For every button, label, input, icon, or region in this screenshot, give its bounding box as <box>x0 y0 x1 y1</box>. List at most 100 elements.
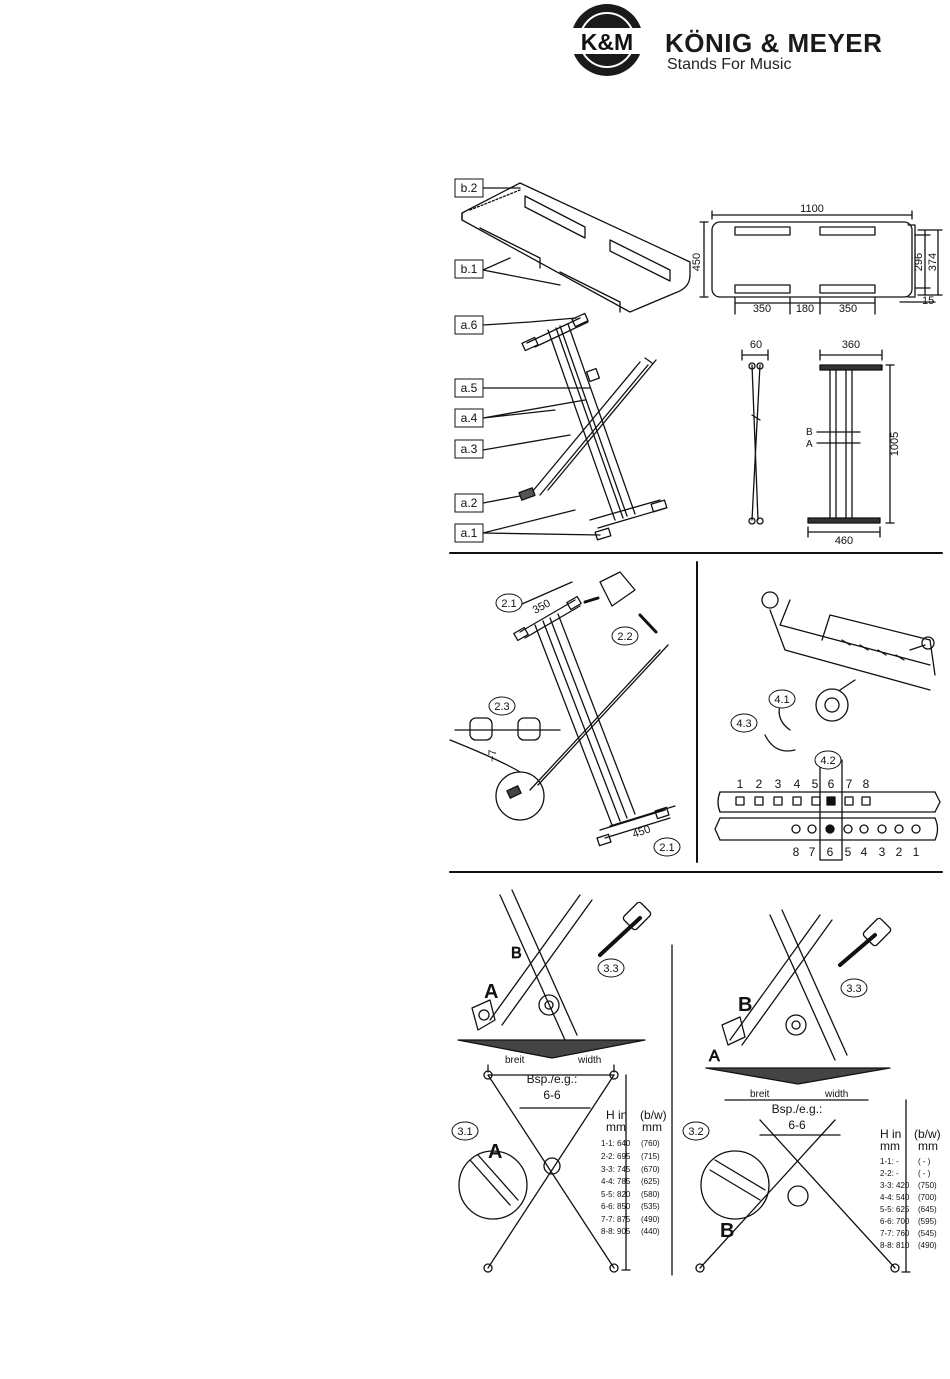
table-cell: (700) <box>918 1193 937 1202</box>
label-a-left: A <box>484 981 498 1003</box>
dim-296: 296 <box>913 253 925 271</box>
table-row: 5-5: 820 <box>601 1190 631 1199</box>
hole-number-top: 4 <box>794 777 801 791</box>
table-row: 2-2: - <box>880 1169 899 1178</box>
width-right: width <box>824 1089 848 1100</box>
dim-450-depth: 450 <box>691 253 703 271</box>
step-3-2: 3.2 <box>688 1126 703 1138</box>
dim-7: ~7 <box>487 749 499 762</box>
hole-number-bottom: 3 <box>879 845 886 859</box>
table-row: 2-2: 695 <box>601 1152 631 1161</box>
table-row: 8-8: 810 <box>880 1241 910 1250</box>
side-front-view <box>741 349 895 538</box>
col-bw-unit-left: mm <box>642 1120 662 1134</box>
table-cell: (580) <box>641 1190 660 1199</box>
table-cell: (595) <box>918 1217 937 1226</box>
hole-number-top: 3 <box>775 777 782 791</box>
hole-number-top: 8 <box>863 777 870 791</box>
mark-b: B <box>806 427 813 438</box>
table-row: 3-3: 745 <box>601 1165 631 1174</box>
part-label-a3: a.3 <box>461 442 478 456</box>
hole-strip-circles <box>791 824 921 834</box>
table-cell: (490) <box>641 1215 660 1224</box>
hole-numbers-bottom: 8 7 6 5 4 3 2 1 <box>793 845 920 859</box>
hole-number-top: 7 <box>846 777 853 791</box>
step-2-1-bottom: 2.1 <box>659 842 674 854</box>
table-cell: (535) <box>641 1202 660 1211</box>
hole-strip-squares <box>735 796 871 806</box>
step-3-3-right: 3.3 <box>846 983 861 995</box>
height-adjust-right <box>695 909 911 1273</box>
table-row: 6-6: 850 <box>601 1202 631 1211</box>
height-table-left: 1-1: 640(760) 2-2: 695(715) 3-3: 745(670… <box>601 1139 660 1236</box>
example-right: Bsp./e.g.: <box>772 1102 823 1116</box>
step-2-3: 2.3 <box>494 701 509 713</box>
part-labels: b.2 b.1 a.6 a.5 a.4 a.3 a.2 a.1 <box>454 178 484 543</box>
assembly-labels: 2.1 350 2.2 2.3 ~7 450 2.1 4.1 4.3 4.2 <box>487 593 842 857</box>
col-h-unit-right: mm <box>880 1139 900 1153</box>
hole-number-top: 5 <box>812 777 819 791</box>
step-4-3: 4.3 <box>736 718 751 730</box>
hole-numbers-top: 1 2 3 4 5 6 7 8 <box>737 777 870 791</box>
dim-350-right: 350 <box>839 303 857 315</box>
example-value-right: 6-6 <box>788 1118 806 1132</box>
dimension-labels: 1100 450 296 374 15 350 180 350 60 360 1… <box>691 203 939 547</box>
label-b-left: B <box>511 945 522 962</box>
height-right-labels: 3.3 B A breit width Bsp./e.g.: 6-6 3.2 B… <box>682 978 941 1242</box>
part-label-b2: b.2 <box>461 181 478 195</box>
table-cell: ( - ) <box>918 1169 931 1178</box>
detail-a: A <box>488 1141 502 1163</box>
table-cell: (625) <box>641 1177 660 1186</box>
part-label-a1: a.1 <box>461 526 478 540</box>
table-cell: (490) <box>918 1241 937 1250</box>
part-label-a2: a.2 <box>461 496 478 510</box>
hole-number-bottom: 6 <box>827 845 834 859</box>
assembly-step-2 <box>449 571 676 847</box>
dim-180: 180 <box>796 303 814 315</box>
hole-number-bottom: 7 <box>809 845 816 859</box>
dim-350-left: 350 <box>753 303 771 315</box>
table-row: 1-1: - <box>880 1157 899 1166</box>
exploded-view <box>461 182 691 541</box>
col-bw-right: (b/w) <box>914 1127 941 1141</box>
mark-a: A <box>806 439 813 450</box>
dim-350-assembly: 350 <box>531 597 553 616</box>
label-b-right: B <box>738 994 752 1016</box>
top-view <box>699 210 943 315</box>
step-2-1-top: 2.1 <box>501 598 516 610</box>
step-3-3-left: 3.3 <box>603 963 618 975</box>
table-row: 4-4: 785 <box>601 1177 631 1186</box>
breit-right: breit <box>750 1089 770 1100</box>
example-value-left: 6-6 <box>543 1088 561 1102</box>
table-cell: (670) <box>641 1165 660 1174</box>
logo-band <box>565 28 649 54</box>
width-left: width <box>577 1055 601 1066</box>
dim-60: 60 <box>750 339 762 351</box>
table-row: 7-7: 760 <box>880 1229 910 1238</box>
label-a-right: A <box>709 1048 720 1065</box>
table-cell: (750) <box>918 1181 937 1190</box>
step-2-2: 2.2 <box>617 631 632 643</box>
height-table-right: 1-1: -( - ) 2-2: -( - ) 3-3: 420(750) 4-… <box>880 1157 937 1250</box>
detail-b: B <box>720 1220 734 1242</box>
height-left-labels: 3.3 A B breit width Bsp./e.g.: 6-6 3.1 A… <box>451 945 667 1163</box>
hole-number-top: 2 <box>756 777 763 791</box>
hole-number-bottom: 5 <box>845 845 852 859</box>
step-4-2: 4.2 <box>820 755 835 767</box>
table-row: 5-5: 625 <box>880 1205 910 1214</box>
dim-450-assembly: 450 <box>631 823 652 841</box>
col-h-unit-left: mm <box>606 1120 626 1134</box>
example-left: Bsp./e.g.: <box>527 1072 578 1086</box>
hole-number-bottom: 2 <box>896 845 903 859</box>
dim-15: 15 <box>922 295 934 307</box>
dim-360: 360 <box>842 339 860 351</box>
part-label-b1: b.1 <box>461 262 478 276</box>
col-h-right: H in <box>880 1127 901 1141</box>
table-row: 6-6: 700 <box>880 1217 910 1226</box>
brand-name: KÖNIG & MEYER <box>665 28 883 58</box>
hole-number-top: 6 <box>828 777 835 791</box>
step-4-1: 4.1 <box>774 694 789 706</box>
table-row: 8-8: 905 <box>601 1227 631 1236</box>
table-row: 7-7: 875 <box>601 1215 631 1224</box>
col-bw-unit-right: mm <box>918 1139 938 1153</box>
